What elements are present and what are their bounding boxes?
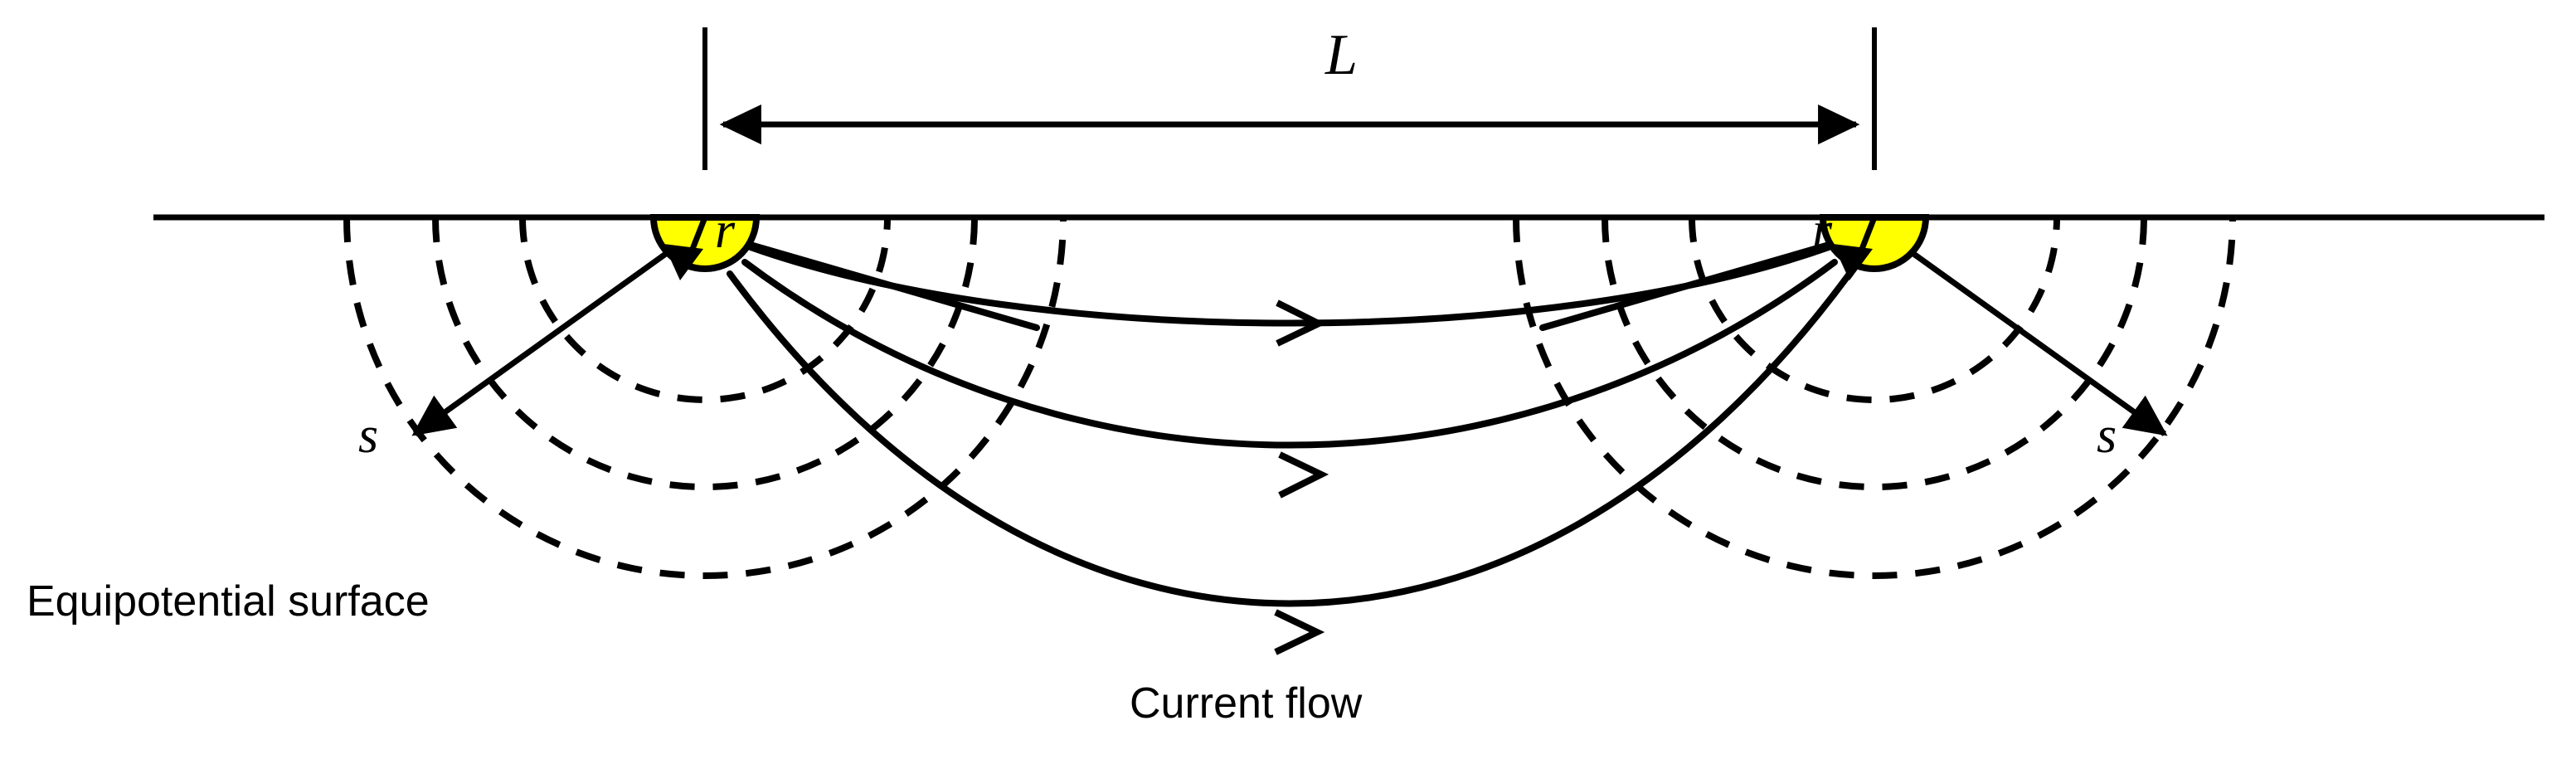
label-equipotential-surface: Equipotential surface: [27, 577, 430, 626]
label-r-left: r: [715, 202, 736, 259]
label-s-left: s: [358, 407, 379, 464]
equipotential-arc-right-2: [1601, 217, 2147, 490]
label-current-flow: Current flow: [1130, 679, 1363, 728]
left-electrode-radius-arrowhead: [663, 244, 703, 280]
current-flow-arrowhead-2: [1278, 451, 1329, 499]
equipotential-arc-left-3: [343, 217, 1067, 579]
radial-line-right-shallow: [1539, 242, 1830, 331]
radial-line-left-shallow: [750, 242, 1040, 331]
right-electrode: [1819, 214, 1930, 280]
current-flow-arrowhead-1: [1276, 299, 1327, 347]
equipotential-arcs-left: [343, 217, 1067, 579]
label-s-right: s: [2097, 407, 2117, 464]
current-flow-arrowheads: [1274, 299, 1329, 655]
current-flow-lines: [727, 244, 1853, 607]
equipotential-arc-left-2: [432, 217, 978, 490]
equipotential-arc-right-1: [1689, 217, 2060, 403]
left-electrode: [649, 214, 761, 280]
current-flow-arrowhead-3: [1274, 609, 1325, 655]
current-flow-line-3: [727, 270, 1853, 607]
current-flow-line-2: [741, 259, 1838, 449]
right-electrode-radius-arrowhead: [1833, 244, 1873, 280]
step-voltage-arrow-right: [1898, 242, 2168, 436]
label-L: L: [1325, 23, 1358, 87]
equipotential-arc-left-1: [519, 217, 891, 403]
step-voltage-arrow-left: [411, 242, 681, 436]
radial-lines-left: [750, 242, 1040, 331]
equipotential-arc-right-3: [1513, 217, 2236, 579]
radial-lines-right: [1539, 242, 1830, 331]
equipotential-arcs-right: [1513, 217, 2236, 579]
label-r-right: r: [1812, 202, 1833, 259]
